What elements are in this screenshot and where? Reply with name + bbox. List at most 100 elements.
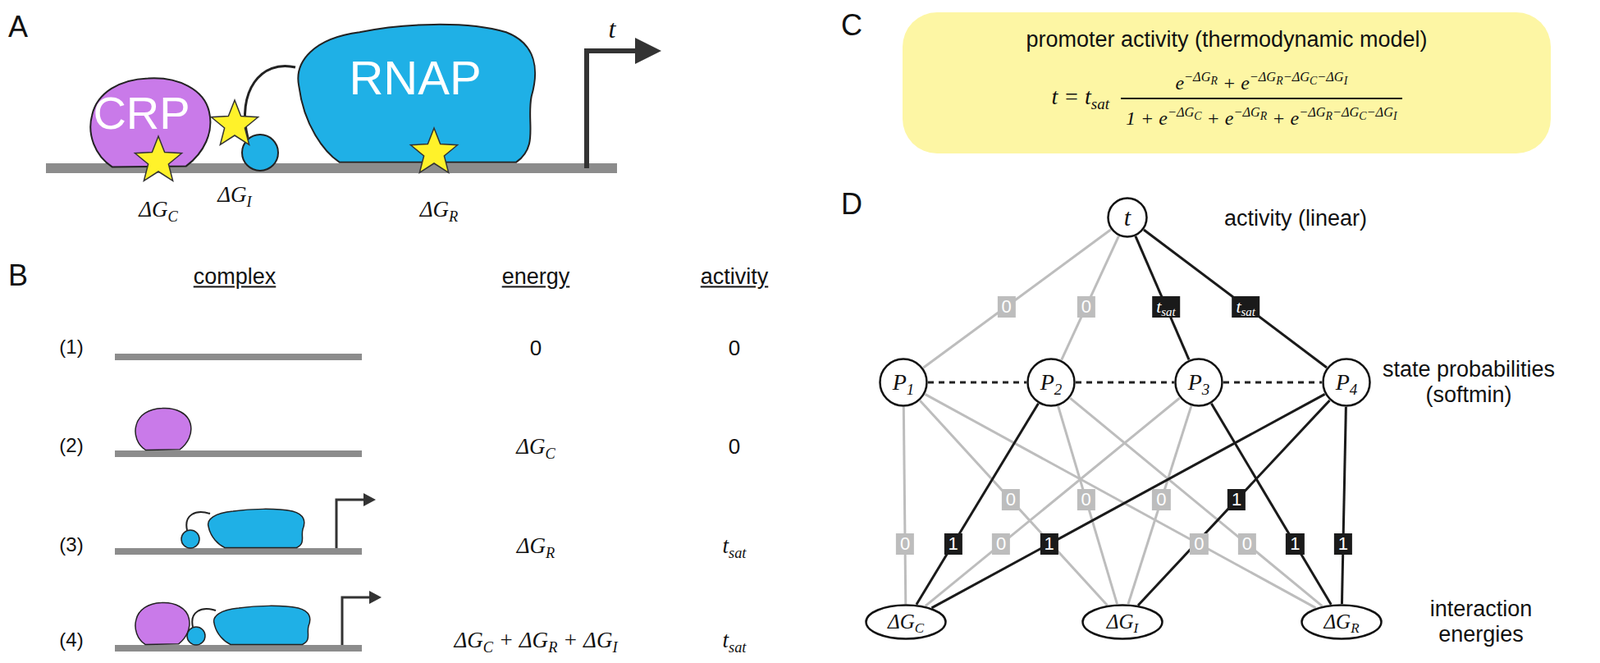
weight-edge [924,393,1316,608]
row-number: (1) [59,335,83,359]
formula-row: t = tsat e−ΔGR + e−ΔGR−ΔGC−ΔGI1 + e−ΔGC +… [1051,64,1402,130]
weight-label: tsat [1231,296,1260,318]
node-label: ΔGI [1106,610,1139,634]
layer-label: activity (linear) [1224,205,1367,232]
weight-label: 1 [1285,533,1304,555]
row-number: (2) [59,434,83,458]
energy-value: 0 [530,336,542,362]
weight-label: 1 [1039,533,1058,555]
dashed-link [1223,381,1322,384]
rnap-protein: RNAP [288,20,542,167]
weight-label: 1 [1334,533,1353,555]
weight-label: 0 [1001,489,1020,511]
state-node: P1 [878,357,928,407]
weight-label: 0 [896,533,915,555]
weight-label: 1 [943,533,962,555]
node-label: P4 [1335,369,1358,396]
interaction-star [134,136,182,181]
weight-edge [1061,236,1120,361]
layer-label: state probabilities (softmin) [1380,356,1558,408]
interaction-star [410,128,458,173]
denominator: 1 + e−ΔGC + e−ΔGR + e−ΔGR−ΔGC−ΔGI [1120,97,1403,130]
activity-value: tsat [722,627,747,654]
dashed-link [1075,381,1175,384]
numerator: e−ΔGR + e−ΔGR−ΔGC−ΔGI [1170,64,1353,98]
node-label: ΔGR [1323,610,1359,634]
column-header: activity [700,264,769,290]
state-node: P4 [1321,357,1372,407]
node-label: ΔGC [887,610,924,634]
row-number: (4) [59,628,83,652]
weight-edge [1135,236,1189,361]
transcription-arrow [586,50,637,169]
weight-edge [1069,397,1322,606]
dashed-link [928,381,1027,384]
energy-value: ΔGR [516,533,556,559]
node-label: P2 [1040,369,1063,396]
energy-node: ΔGC [864,603,947,640]
formula-lhs: t = tsat [1051,83,1110,110]
weight-edge [925,397,1180,607]
weight-edge [931,393,1325,608]
state-node: P3 [1174,357,1224,407]
weight-label: 0 [1077,296,1096,318]
energy-label: ΔGR [420,196,459,223]
state-node: P2 [1026,357,1076,407]
column-header: energy [502,264,571,290]
weight-label: 1 [1227,489,1246,511]
node-label: CRP [92,86,190,140]
energy-value: ΔGC [516,434,556,460]
weight-label: 0 [996,296,1015,318]
transcription-arrow [336,493,382,645]
weight-edge [1143,229,1327,368]
layer-label: interaction energies [1393,596,1570,648]
panel-letter: B [8,258,28,293]
weight-label: 0 [992,533,1011,555]
weight-label: tsat [1152,296,1180,318]
activity-node: t [1106,196,1148,238]
weight-edge [1138,400,1330,606]
weight-edge [1341,406,1346,604]
dna-strand [114,353,362,652]
rnap-symbol [181,508,311,645]
node-label: RNAP [348,50,481,106]
alpha-ctd [242,134,279,171]
linker [245,65,296,138]
panel-letter: A [8,9,28,44]
energy-label: ΔGI [217,182,252,208]
weight-label: 0 [1152,489,1171,511]
weight-edge [1128,406,1192,605]
node-label: P1 [892,369,915,396]
interaction-star [210,100,258,145]
energy-node: ΔGR [1300,603,1383,640]
crp-symbol [135,408,192,645]
column-header: complex [193,264,277,290]
box-title: promoter activity (thermodynamic model) [1025,27,1427,53]
activity-value: 0 [728,336,741,362]
weight-edge [923,229,1111,368]
formula-box: promoter activity (thermodynamic model) t… [902,12,1551,154]
row-number: (3) [59,533,83,557]
energy-node: ΔGI [1081,603,1164,640]
activity-value: tsat [722,533,747,559]
linker [186,512,216,627]
weight-label: 0 [1238,533,1257,555]
panel-letter: D [841,187,863,221]
weight-edge [1058,406,1118,604]
weight-edge [1211,403,1331,605]
weight-edge [903,406,906,604]
activity-symbol: t [608,13,617,45]
fraction: e−ΔGR + e−ΔGR−ΔGC−ΔGI1 + e−ΔGC + e−ΔGR +… [1120,64,1403,130]
node-label: t [1124,203,1131,232]
weight-edge [919,400,1107,605]
arrow-head [635,37,662,64]
weight-label: 0 [1077,489,1096,511]
weight-label: 0 [1189,533,1208,555]
energy-label: ΔGC [138,196,179,223]
activity-value: 0 [728,434,741,460]
energy-value: ΔGC + ΔGR + ΔGI [453,627,618,654]
panel-letter: C [841,8,863,42]
weight-edge [916,403,1039,605]
node-label: P3 [1188,369,1211,396]
